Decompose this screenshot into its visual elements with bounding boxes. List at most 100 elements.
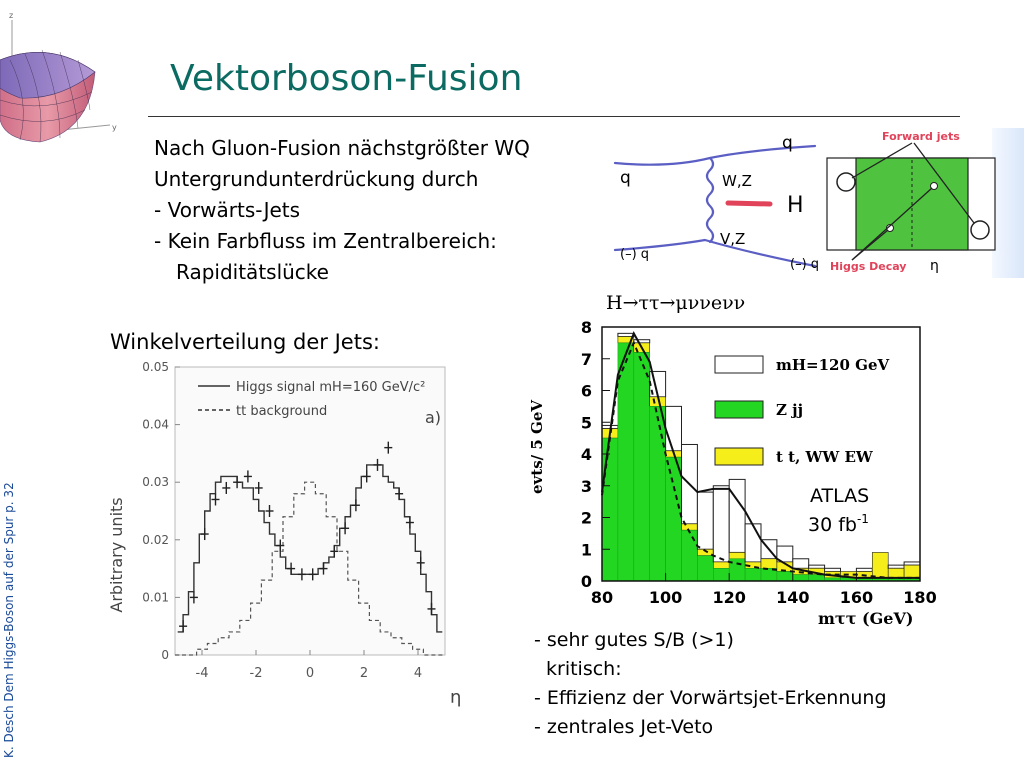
label-eta: η — [930, 258, 939, 274]
feynman-wz-bottom: V,Z — [720, 230, 745, 248]
left-chart-panel-label: a) — [425, 408, 441, 427]
title-divider — [148, 116, 960, 117]
legend-swatch-zjj — [714, 400, 764, 419]
bar-higgs-signal — [808, 564, 826, 569]
right-chart-xtick: 120 — [712, 588, 745, 607]
bar-higgs-signal — [744, 523, 762, 563]
feynman-diagram: q q W,Z V,Z H (–) q (–) q — [613, 133, 819, 272]
bar-zjj — [744, 568, 762, 582]
bar-zjj — [792, 574, 809, 582]
left-chart-xtick: 4 — [414, 666, 422, 681]
right-chart-xlabel: mττ (GeV) — [818, 609, 913, 628]
bar-tt-ww — [681, 523, 698, 531]
bar-higgs-signal — [665, 405, 683, 452]
bar-tt-ww — [713, 561, 730, 569]
left-chart-legend: Higgs signal mH=160 GeV/c² tt background — [198, 380, 425, 419]
bar-tt-ww — [887, 568, 905, 579]
decorative-gradient — [992, 128, 1024, 278]
right-chart-ytick: 8 — [581, 318, 592, 337]
bar-zjj — [617, 342, 635, 582]
bar-zjj — [633, 352, 650, 582]
feynman-quark-bottom — [613, 238, 817, 268]
logo-axis-z: z — [9, 11, 13, 20]
left-chart-xtick: -4 — [196, 666, 209, 681]
intro-line: Nach Gluon-Fusion nächstgrößter WQ — [154, 136, 530, 160]
legend-tt-background: tt background — [236, 404, 327, 419]
intro-line: Untergrundunterdrückung durch — [154, 167, 479, 191]
logo-paraboloid: z y — [0, 11, 117, 143]
bullet-item: kritisch: — [546, 658, 622, 680]
left-chart-ytick: 0.04 — [142, 418, 169, 432]
intro-line: Rapiditätslücke — [176, 260, 329, 284]
right-panel-title: H→ττ→μννeνν — [606, 292, 746, 314]
bar-tt-ww — [760, 558, 778, 569]
bar-higgs-signal — [617, 332, 635, 338]
intro-line: - Kein Farbfluss im Zentralbereich: — [154, 229, 497, 253]
series-tt-background — [175, 481, 445, 656]
left-chart-ytick: 0.05 — [142, 360, 169, 374]
feynman-higgs-label: H — [787, 193, 804, 218]
legend-higgs-signal: Higgs signal mH=160 GeV/c² — [236, 380, 425, 395]
left-chart-xtick: 0 — [306, 666, 314, 681]
decay-product-1 — [930, 182, 938, 190]
logo-axis-y: y — [112, 123, 117, 132]
bullet-item: - Effizienz der Vorwärtsjet-Erkennung — [534, 687, 887, 709]
forward-jet-right — [970, 220, 990, 240]
right-chart-xtick: 80 — [591, 588, 613, 607]
legend-swatch-higgs — [714, 355, 764, 374]
legend-mh120: mH=120 GeV — [776, 356, 889, 374]
feynman-q-top-left: q — [620, 168, 631, 188]
right-chart-ytick: 4 — [581, 445, 592, 464]
right-chart-ytick: 0 — [581, 572, 592, 591]
bar-zjj — [601, 437, 619, 582]
detector-sketch: Forward jets Higgs Decay η — [826, 130, 996, 274]
right-chart-xtick: 180 — [903, 588, 936, 607]
bar-zjj — [681, 529, 698, 582]
left-chart-ylabel: Arbitrary units — [107, 497, 126, 612]
left-chart-ytick: 0.01 — [142, 590, 169, 604]
legend-swatch-ttww — [714, 447, 764, 466]
label-forward-jets: Forward jets — [882, 130, 960, 143]
bar-zjj — [776, 571, 794, 582]
side-credit: K. Desch Dem Higgs-Boson auf der Spur p.… — [0, 420, 22, 760]
bar-tt-ww — [871, 552, 889, 579]
bullet-item: - sehr gutes S/B (>1) — [534, 629, 734, 651]
right-chart-ytick: 1 — [581, 540, 592, 559]
right-chart-ytick: 3 — [581, 477, 592, 496]
chart-jet-angular: -4 -2 0 2 4 0 0.01 0.02 0.03 0.04 0.05 Arbitrary u… — [107, 360, 461, 708]
left-chart-xlabel: η — [450, 687, 461, 708]
forward-jet-left — [836, 172, 856, 192]
left-chart-xtick: 2 — [360, 666, 368, 681]
fit-signal-curve — [601, 330, 920, 579]
bar-tt-ww — [903, 564, 921, 579]
feynman-wz-top: W,Z — [722, 172, 752, 190]
right-chart-legend: mH=120 GeV Z jj t t, WW EW — [714, 355, 889, 466]
slide-title: Vektorboson-Fusion — [170, 58, 523, 99]
bar-higgs-signal — [824, 567, 842, 572]
bar-higgs-signal — [728, 478, 746, 553]
bar-higgs-signal — [855, 567, 873, 572]
bar-zjj — [697, 555, 714, 582]
legend-zjj: Z jj — [776, 401, 803, 419]
left-chart-ytick: 0 — [161, 648, 169, 662]
feynman-higgs-line — [725, 200, 773, 207]
label-higgs-decay: Higgs Decay — [830, 260, 906, 273]
intro-text: Nach Gluon-Fusion nächstgrößter WQ Unter… — [154, 133, 530, 288]
left-chart-ytick: 0.03 — [142, 475, 169, 489]
bar-zjj — [808, 574, 825, 582]
right-chart-ytick: 5 — [581, 413, 592, 432]
side-credit-text: K. Desch Dem Higgs-Boson auf der Spur p.… — [2, 482, 16, 758]
bar-higgs-signal — [633, 339, 651, 344]
left-chart-ytick: 0.02 — [142, 533, 169, 547]
bar-zjj — [713, 568, 730, 582]
right-chart-xtick: 140 — [776, 588, 809, 607]
right-chart-xtick: 160 — [840, 588, 873, 607]
fit-background-curve — [601, 340, 920, 579]
feynman-q-bottom-right: (–) q — [790, 257, 819, 272]
bar-higgs-signal — [887, 564, 905, 569]
left-chart-xtick: -2 — [250, 666, 263, 681]
bar-tt-ww — [728, 552, 746, 560]
bar-zjj — [665, 456, 682, 582]
bar-higgs-signal — [792, 558, 810, 569]
